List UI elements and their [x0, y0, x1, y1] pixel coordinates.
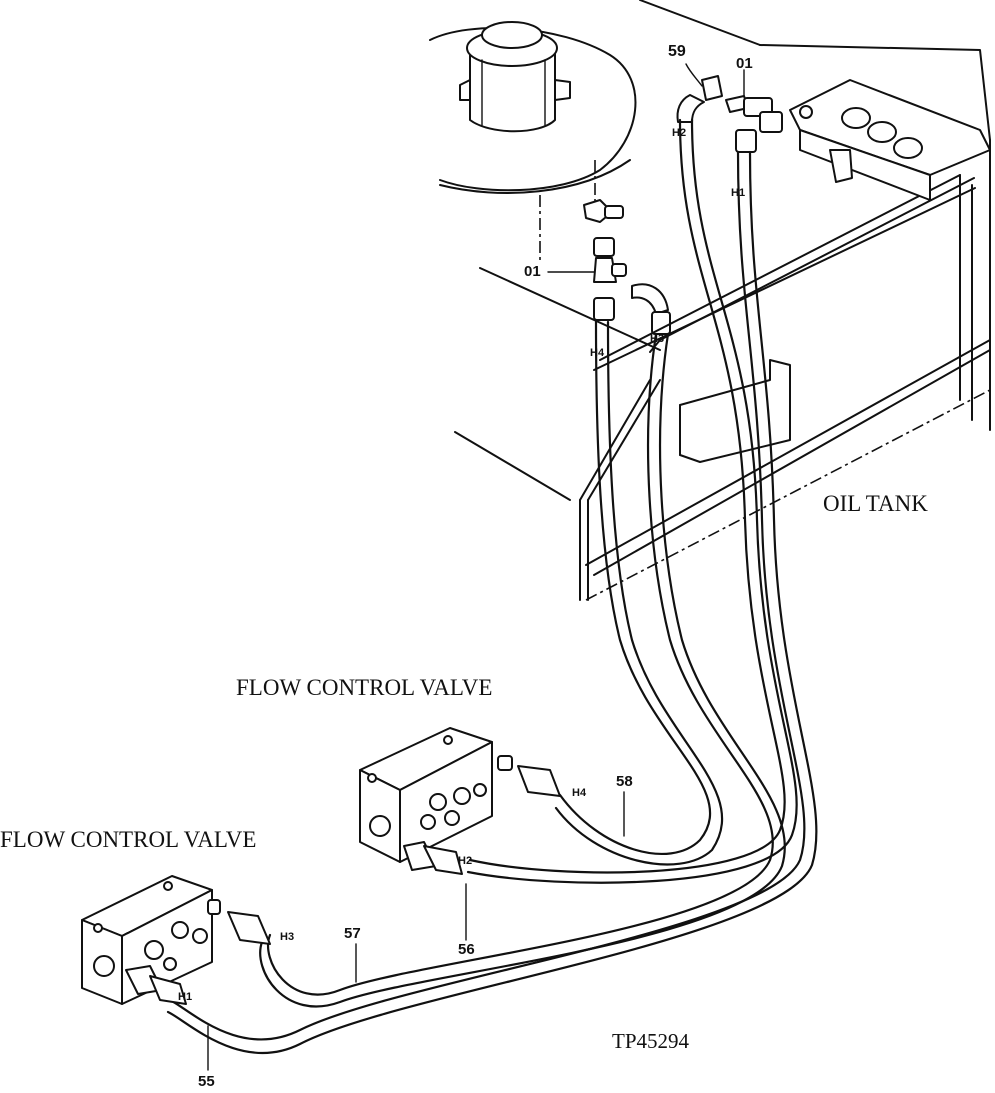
hose-tag-h2-top: H2	[672, 127, 687, 139]
flow-control-valve-upper	[359, 727, 561, 875]
part-number-01-top: 01	[736, 55, 753, 72]
label-flow-control-valve-upper: FLOW CONTROL VALVE	[236, 675, 493, 700]
tee-fitting-left	[583, 199, 671, 335]
label-flow-control-valve-lower: FLOW CONTROL VALVE	[0, 827, 257, 852]
leader-lines	[207, 63, 745, 1071]
hose-tag-h4-top: H4	[590, 347, 605, 359]
part-number-58: 58	[616, 773, 633, 790]
tank-valve-block	[789, 79, 991, 201]
figure-reference: TP45294	[612, 1029, 690, 1053]
part-number-01-left: 01	[524, 263, 541, 280]
part-number-59: 59	[668, 43, 686, 60]
reservoir-cap	[429, 21, 637, 194]
hose-h2	[466, 118, 798, 884]
part-number-56: 56	[458, 941, 475, 958]
label-oil-tank: OIL TANK	[823, 491, 928, 516]
part-number-55: 55	[198, 1073, 215, 1090]
hose-h3	[259, 332, 786, 1008]
hose-tag-h1-top: H1	[731, 187, 746, 199]
hose-tag-h3-bottom: H3	[280, 931, 295, 943]
hose-tag-h2-bottom: H2	[458, 855, 473, 867]
tee-fitting-right	[676, 75, 783, 153]
hose-tag-h1-bottom: H1	[178, 991, 193, 1003]
part-number-57: 57	[344, 925, 361, 942]
flow-control-valve-lower	[81, 875, 271, 1005]
hose-h1	[166, 150, 818, 1055]
hose-tag-h4-bottom: H4	[572, 787, 587, 799]
hose-tag-h3-top: H3	[650, 333, 665, 345]
hose-h4	[554, 320, 724, 866]
